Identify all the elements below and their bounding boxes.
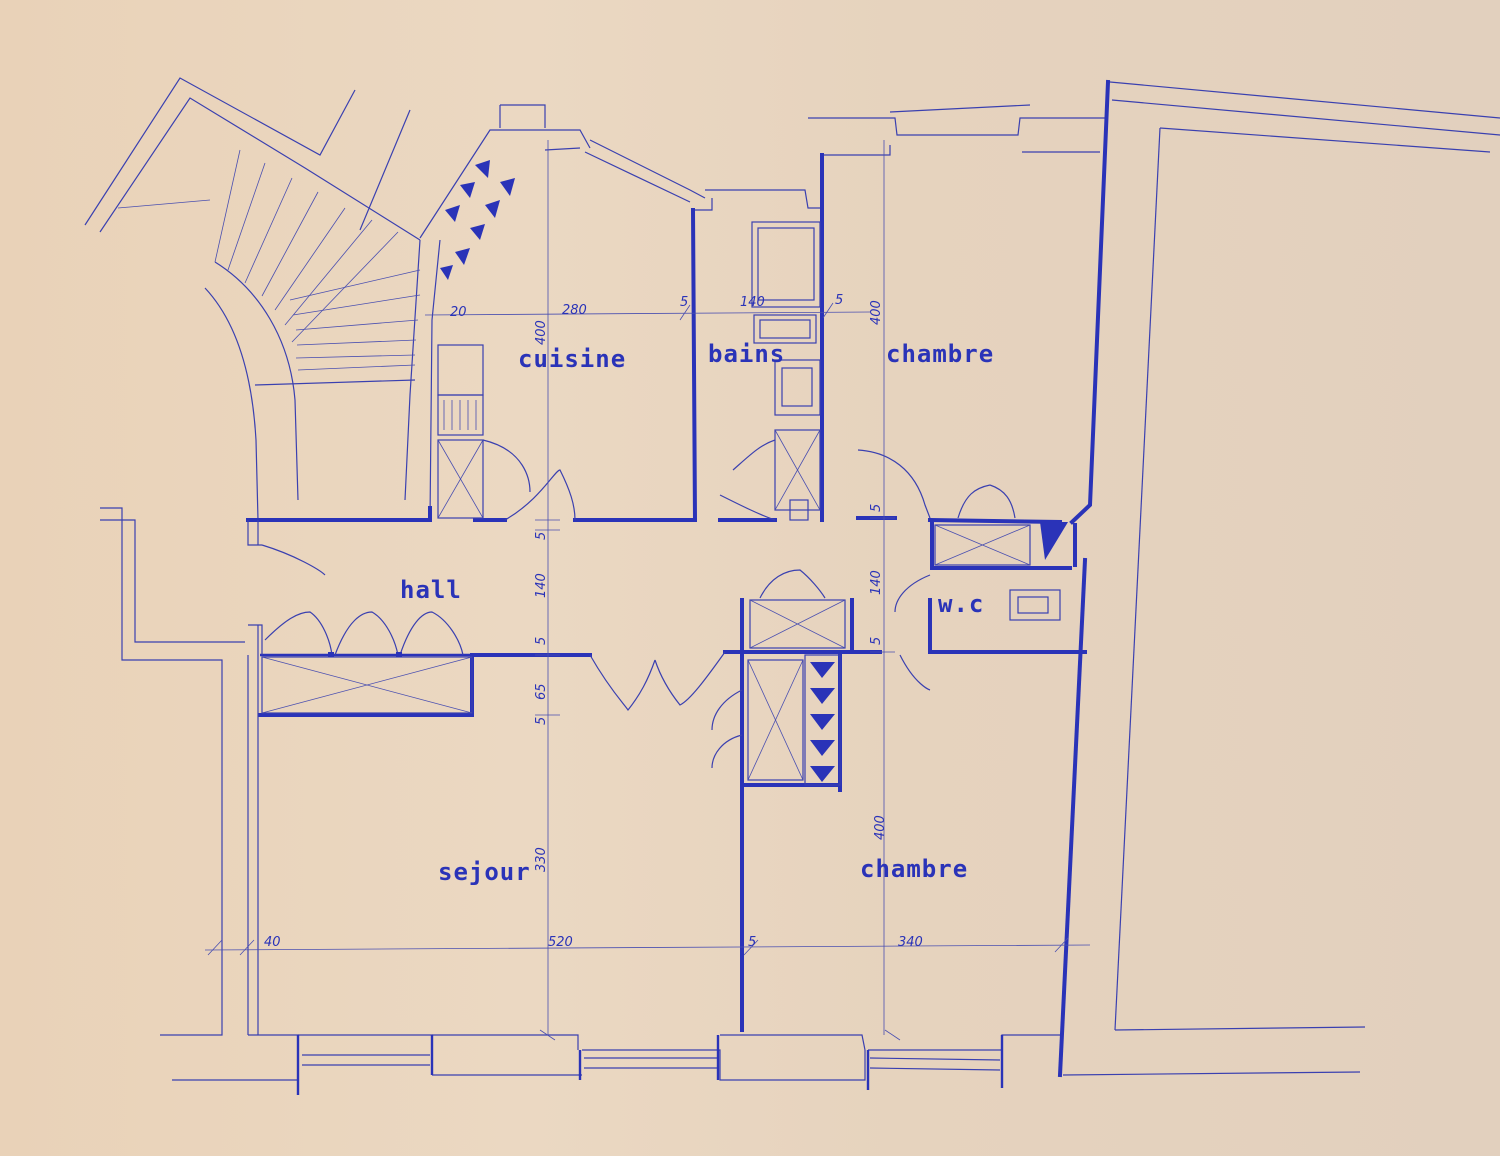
dim-5g: 5: [869, 637, 884, 645]
closets-and-wc: [261, 449, 1068, 786]
label-bains: bains: [708, 340, 785, 368]
room-labels: cuisine bains chambre hall w.c sejour ch…: [400, 340, 994, 886]
label-hall: hall: [400, 576, 462, 604]
dim-5b: 5: [835, 293, 843, 308]
staircase: [84, 77, 421, 521]
exterior-walls: [100, 81, 1500, 1095]
dim-400b: 400: [869, 300, 884, 325]
dim-5e: 5: [534, 717, 549, 725]
dim-5a: 5: [680, 295, 688, 310]
kitchen-fixtures: [437, 160, 576, 521]
dim-40: 40: [264, 935, 281, 950]
dim-280: 280: [562, 303, 587, 318]
dim-5d: 5: [534, 637, 549, 645]
label-chambre-top: chambre: [886, 340, 994, 368]
dim-520: 520: [548, 935, 573, 950]
dim-340: 340: [898, 935, 923, 950]
label-cuisine: cuisine: [518, 345, 626, 373]
dimension-labels: 20 280 5 140 5 400 400 5 140 5 65 5 330 …: [264, 293, 923, 950]
dim-5c: 5: [534, 532, 549, 540]
dim-400c: 400: [873, 815, 888, 840]
dim-65: 65: [534, 683, 549, 700]
label-chambre-bottom: chambre: [860, 855, 968, 883]
dimension-lines: [204, 140, 1091, 1041]
dim-140b: 140: [534, 573, 549, 598]
label-sejour: sejour: [438, 858, 531, 886]
dim-20: 20: [450, 305, 467, 320]
dim-5h: 5: [748, 935, 756, 950]
dim-330: 330: [534, 847, 549, 872]
dim-400a: 400: [534, 320, 549, 345]
bathroom-fixtures: [719, 221, 821, 521]
label-wc: w.c: [938, 590, 984, 618]
dim-140a: 140: [740, 295, 765, 310]
dim-140c: 140: [869, 570, 884, 595]
interior-walls: [246, 79, 1111, 1095]
dim-5f: 5: [869, 504, 884, 512]
